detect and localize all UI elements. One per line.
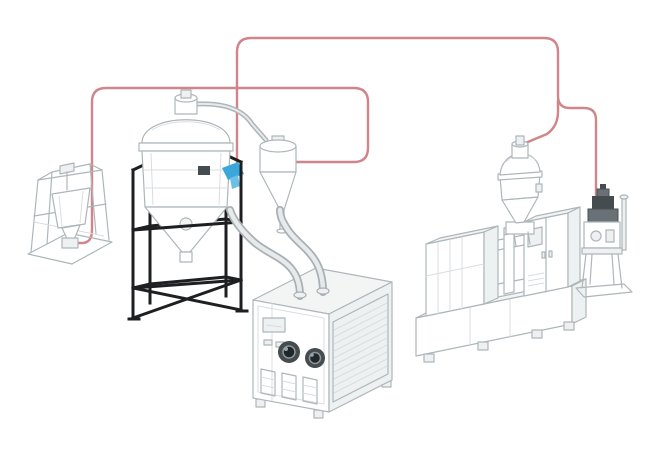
machine-foot-1 <box>423 353 435 363</box>
pump-gauge <box>590 230 602 242</box>
process-air-hoses <box>226 206 330 300</box>
cyclone-cone <box>259 171 297 211</box>
exhaust-pipe-top <box>619 194 629 200</box>
takeoff-valve-stub <box>230 175 240 189</box>
hopper-sensor <box>535 183 543 193</box>
pump-base-plate <box>581 247 623 255</box>
hopper-loader-cap <box>180 89 192 99</box>
hopper-door <box>179 217 193 231</box>
material-conveying-pipes <box>76 36 598 245</box>
hopper-flange <box>138 142 234 152</box>
hopper-outlet <box>179 251 193 263</box>
machine-loader-cap <box>515 135 525 146</box>
big-bag <box>51 187 91 229</box>
pipe-hopper-to-vacuum-unit <box>235 36 598 202</box>
control-knob-2-highlight <box>310 353 314 357</box>
hopper-body <box>141 150 231 208</box>
control-knob-1-highlight <box>284 347 288 351</box>
pump-filter <box>605 229 615 243</box>
front-panel-inset <box>257 305 325 405</box>
clamping-unit <box>425 225 499 317</box>
hose-port-1 <box>293 291 307 299</box>
exhaust-pipe <box>621 197 627 251</box>
hose-to-cyclone-highlight <box>277 207 326 295</box>
pump-block <box>587 208 619 223</box>
door-handle-1 <box>541 251 546 259</box>
machine-foot-2 <box>477 341 489 351</box>
unit-stand <box>575 253 633 298</box>
machine-foot-4 <box>563 321 575 331</box>
discharge-box <box>61 237 79 249</box>
cyclone-top <box>259 139 297 153</box>
side-vent-slats <box>332 293 389 403</box>
hose-port-2 <box>316 287 330 295</box>
loader-mount <box>505 221 535 235</box>
hose-to-hopper-highlight <box>227 207 303 299</box>
pipe-bagstation-to-cyclone <box>76 86 370 245</box>
vacuum-motor-knob <box>600 184 606 190</box>
loader-elbow-pipe-highlight <box>195 102 267 141</box>
moving-platen <box>503 231 515 295</box>
door-handle-2 <box>548 250 553 258</box>
control-cabinet <box>523 206 581 297</box>
big-bag-unloading-station <box>27 162 113 265</box>
drying-hopper <box>138 89 269 263</box>
machine-foot-3 <box>531 329 543 339</box>
vacuum-motor-cap <box>596 188 610 198</box>
vent-grille <box>260 368 318 405</box>
indicator-1 <box>263 339 273 346</box>
vacuum-power-unit <box>575 184 633 298</box>
machine-hopper-loader <box>497 135 543 247</box>
vacuum-motor <box>592 196 614 209</box>
cyclone-separator <box>259 135 297 234</box>
injection-molding-machine <box>415 206 587 363</box>
hopper-dome <box>141 119 231 144</box>
hopper-support-frame-front <box>127 160 249 321</box>
control-display <box>262 317 286 333</box>
level-indicator <box>198 166 210 175</box>
dome-shading <box>151 121 221 131</box>
pipe-branch-to-machine-loader <box>521 98 560 146</box>
hoist-trolley <box>59 162 75 175</box>
frame-brace-2 <box>131 278 243 320</box>
takeoff-valve <box>222 162 244 180</box>
